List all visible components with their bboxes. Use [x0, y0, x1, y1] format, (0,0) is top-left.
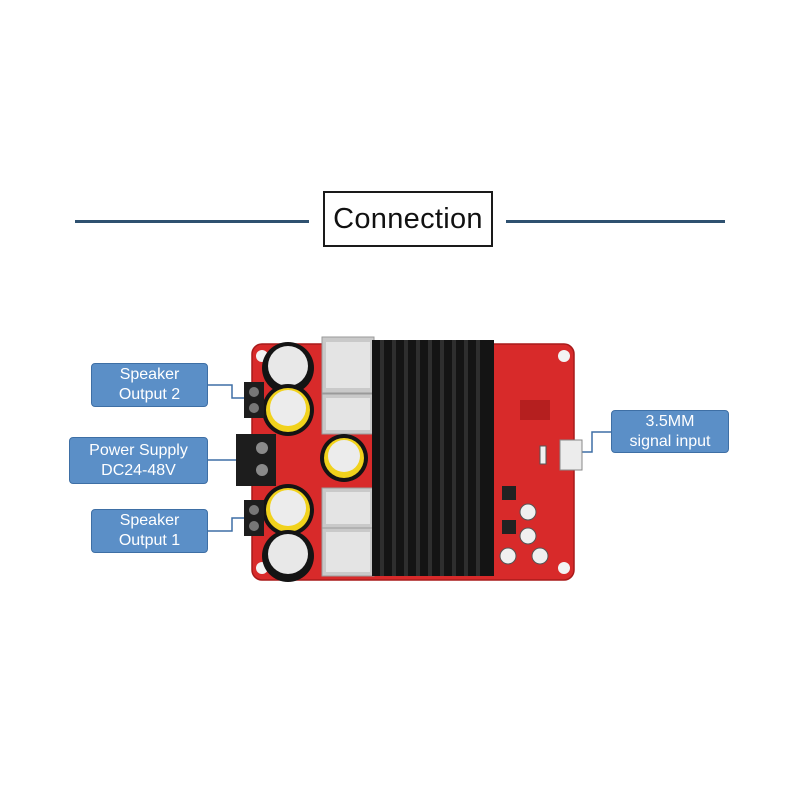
- leader-speaker-1: [208, 517, 244, 532]
- label-speaker-output-2-line1: Speaker: [119, 366, 180, 383]
- signal-connector: [559, 439, 583, 471]
- label-speaker-output-2-line2: Output 2: [118, 386, 181, 403]
- label-power-supply-line1: Power Supply: [89, 441, 188, 459]
- label-signal-input: 3.5MM signal input: [611, 410, 729, 453]
- mount-hole: [558, 562, 570, 574]
- leader-signal: [582, 431, 611, 453]
- label-power-supply-line2: DC24-48V: [101, 461, 176, 479]
- mount-hole: [558, 350, 570, 362]
- page-title: Connection: [323, 191, 493, 247]
- title-rule-left: [75, 220, 309, 223]
- leader-speaker-2: [208, 384, 244, 399]
- label-signal-input-line1: 3.5MM: [645, 412, 695, 430]
- terminal-speaker-2: [244, 382, 264, 418]
- title-rule-right: [506, 220, 725, 223]
- heatsink: [372, 340, 494, 576]
- leader-lines: [208, 384, 611, 532]
- label-speaker-output-2: Speaker Output 2: [91, 363, 208, 407]
- terminal-speaker-1: [244, 500, 264, 536]
- label-speaker-output-1: Speaker Output 1: [91, 509, 208, 553]
- terminal-power: [236, 434, 276, 486]
- label-signal-input-line2: signal input: [629, 432, 711, 450]
- label-speaker-output-1-line1: Speaker: [119, 512, 180, 529]
- signal-section: [499, 400, 583, 565]
- label-speaker-output-1-line2: Output 1: [118, 532, 181, 549]
- inductors: [321, 336, 375, 577]
- terminal-blocks: [236, 382, 276, 536]
- label-power-supply: Power Supply DC24-48V: [69, 437, 208, 484]
- capacitors: [262, 342, 368, 582]
